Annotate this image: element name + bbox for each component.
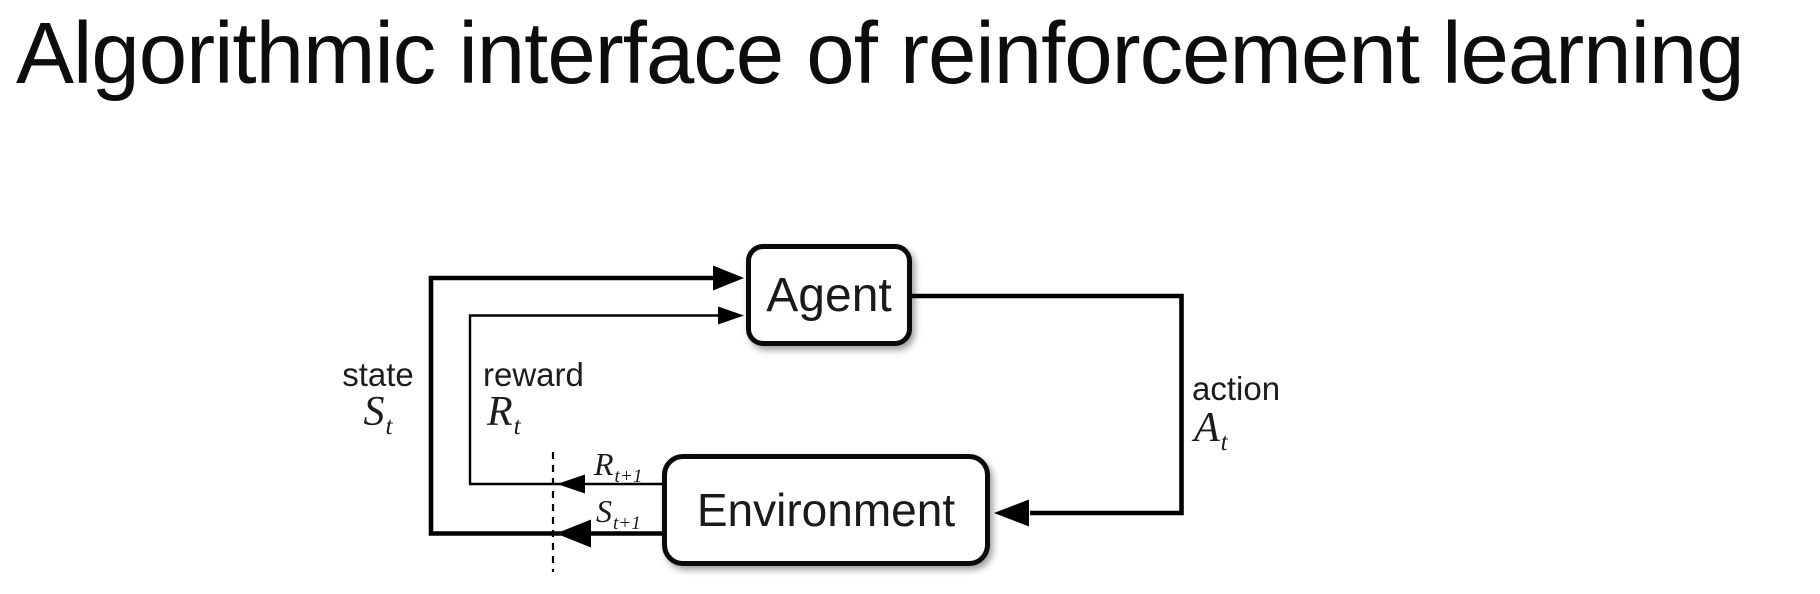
- state-word-label: state: [328, 358, 428, 391]
- next-reward-symbol-subscript: t+1: [614, 466, 643, 488]
- next-state-symbol-base: S: [596, 493, 612, 529]
- agent-box-label: Agent: [766, 268, 892, 322]
- page-title: Algorithmic interface of reinforcement l…: [16, 5, 1745, 102]
- action-symbol-subscript: t: [1220, 429, 1228, 457]
- state-symbol-base: S: [363, 389, 385, 435]
- reward-arrowhead-into-agent-icon: [718, 306, 744, 325]
- state-arrowhead-at-time-boundary-icon: [556, 519, 591, 548]
- next-reward-symbol: Rt+1: [594, 446, 642, 486]
- reward-symbol-base: R: [487, 389, 513, 435]
- state-word-text: state: [342, 356, 414, 393]
- action-symbol-base: A: [1194, 405, 1220, 451]
- action-word-label: action: [1192, 372, 1280, 405]
- reward-symbol: Rt: [487, 389, 521, 439]
- state-symbol-subscript: t: [385, 413, 393, 441]
- action-loop-line: [912, 293, 1184, 516]
- reward-word-label: reward: [483, 358, 584, 391]
- reward-symbol-subscript: t: [513, 413, 521, 441]
- state-arrowhead-into-agent-icon: [713, 265, 744, 291]
- action-word-text: action: [1192, 370, 1281, 407]
- action-symbol: At: [1194, 405, 1228, 455]
- environment-box-label: Environment: [696, 484, 956, 536]
- environment-box: Environment: [662, 454, 990, 566]
- reward-arrowhead-at-time-boundary-icon: [557, 474, 585, 494]
- agent-box: Agent: [746, 244, 912, 346]
- next-state-symbol-subscript: t+1: [613, 513, 641, 535]
- action-arrowhead-into-environment-icon: [994, 499, 1029, 527]
- state-symbol: St: [328, 389, 428, 439]
- reward-word-text: reward: [483, 356, 584, 393]
- state-loop-line: [428, 275, 716, 536]
- next-state-symbol: St+1: [596, 493, 641, 533]
- next-reward-symbol-base: R: [594, 446, 614, 482]
